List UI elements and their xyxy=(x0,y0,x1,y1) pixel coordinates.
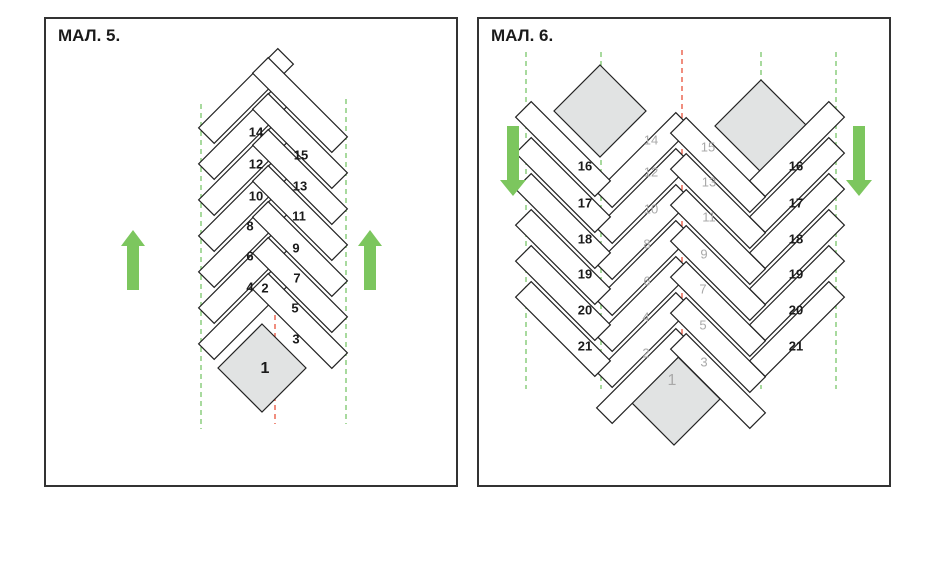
right-side-number-21: 21 xyxy=(789,338,803,353)
plank-right-6 xyxy=(251,272,349,370)
inner-number-7: 7 xyxy=(699,281,706,296)
inner-number-5: 5 xyxy=(699,317,706,332)
right-side-plank-4 xyxy=(748,244,846,342)
plank-number-9: 9 xyxy=(292,240,299,255)
left-side-plank-5 xyxy=(514,280,612,378)
left-side-number-18: 18 xyxy=(578,231,592,246)
inner-number-15: 15 xyxy=(701,139,715,154)
inner-right-plank-1 xyxy=(669,152,767,250)
plank-number-12: 12 xyxy=(249,156,263,171)
plank-number-15: 15 xyxy=(294,147,308,162)
right-side-plank-5 xyxy=(748,280,846,378)
inner-right-plank-5 xyxy=(669,296,767,394)
plank-right-4 xyxy=(251,200,349,298)
left-side-plank-3 xyxy=(514,208,612,306)
figure-6-arrows xyxy=(500,126,872,196)
left-direction-arrow xyxy=(500,126,526,196)
inner-number-6: 6 xyxy=(643,273,650,288)
plank-number-5: 5 xyxy=(291,300,298,315)
plank-number-11: 11 xyxy=(292,208,306,223)
plank-number-6: 6 xyxy=(246,248,253,263)
inner-number-3: 3 xyxy=(700,354,707,369)
plank-number-3: 3 xyxy=(292,331,299,346)
left-side-number-16: 16 xyxy=(578,158,592,173)
inner-number-11: 11 xyxy=(702,209,716,224)
figure-6-labels: 14 12 10 8 6 4 2 15 13 11 9 7 5 3 16 16 17 17 18 18 19 19 20 20… xyxy=(578,132,803,389)
plank-number-10: 10 xyxy=(249,188,263,203)
left-side-number-21: 21 xyxy=(578,338,592,353)
inner-number-8: 8 xyxy=(643,236,650,251)
figure-5-panel: 14 12 10 8 6 4 15 13 11 9 7 5 3 2 1 МАЛ. 5. xyxy=(44,17,458,487)
figure-5-canvas: 14 12 10 8 6 4 15 13 11 9 7 5 3 2 1 xyxy=(121,47,382,429)
figure-5-tiles xyxy=(197,47,349,413)
plank-number-14: 14 xyxy=(249,124,264,139)
inner-number-14: 14 xyxy=(644,132,658,147)
plank-right-0 xyxy=(251,56,349,154)
top-left-tile xyxy=(553,64,647,158)
figure-6-title: МАЛ. 6. xyxy=(491,26,554,45)
plank-number-7: 7 xyxy=(293,270,300,285)
inner-number-12: 12 xyxy=(644,164,658,179)
plank-number-8: 8 xyxy=(246,218,253,233)
left-side-number-20: 20 xyxy=(578,302,592,317)
left-side-plank-0 xyxy=(514,100,612,198)
figure-5-title: МАЛ. 5. xyxy=(58,26,121,45)
plank-right-3 xyxy=(251,164,349,262)
right-side-number-18: 18 xyxy=(789,231,803,246)
start-tile xyxy=(217,323,307,413)
inner-number-4: 4 xyxy=(642,309,649,324)
right-side-number-19: 19 xyxy=(789,266,803,281)
inner-right-plank-3 xyxy=(669,224,767,322)
left-side-number-19: 19 xyxy=(578,266,592,281)
right-direction-arrow xyxy=(846,126,872,196)
inner-number-13: 13 xyxy=(702,174,716,189)
start-plank-number: 1 xyxy=(261,360,270,377)
inner-right-plank-4 xyxy=(669,260,767,358)
inner-number-9: 9 xyxy=(700,246,707,261)
plank-right-2 xyxy=(251,128,349,226)
figure-6-panel: 14 12 10 8 6 4 2 15 13 11 9 7 5 3 16 16 17 17 18 18 19 19 20 20… xyxy=(477,17,891,487)
inner-right-plank-2 xyxy=(669,188,767,286)
start-plank-number: 1 xyxy=(668,372,677,389)
left-side-plank-4 xyxy=(514,244,612,342)
inner-right-plank-6 xyxy=(669,332,767,430)
plank-right-1 xyxy=(251,92,349,190)
inner-number-2: 2 xyxy=(642,345,649,360)
figure-5-labels: 14 12 10 8 6 4 15 13 11 9 7 5 3 2 1 xyxy=(246,124,308,377)
plank-number-4: 4 xyxy=(246,279,254,294)
right-direction-arrow xyxy=(358,230,382,290)
right-side-plank-2 xyxy=(748,172,846,270)
plank-right-5 xyxy=(251,236,349,334)
left-direction-arrow xyxy=(121,230,145,290)
figure-6-tiles xyxy=(514,64,846,446)
plank-number-13: 13 xyxy=(293,178,307,193)
right-side-plank-1 xyxy=(748,136,846,234)
right-side-number-17: 17 xyxy=(789,195,803,210)
left-side-plank-1 xyxy=(514,136,612,234)
right-side-plank-3 xyxy=(748,208,846,306)
right-side-number-16: 16 xyxy=(789,158,803,173)
left-side-number-17: 17 xyxy=(578,195,592,210)
inner-number-10: 10 xyxy=(644,201,658,216)
figure-5-arrows xyxy=(121,230,382,290)
right-side-plank-0 xyxy=(748,100,846,198)
plank-number-2: 2 xyxy=(261,280,268,295)
right-side-number-20: 20 xyxy=(789,302,803,317)
figure-6-canvas: 14 12 10 8 6 4 2 15 13 11 9 7 5 3 16 16 17 17 18 18 19 19 20 20… xyxy=(500,50,872,446)
inner-right-plank-0 xyxy=(669,116,767,214)
